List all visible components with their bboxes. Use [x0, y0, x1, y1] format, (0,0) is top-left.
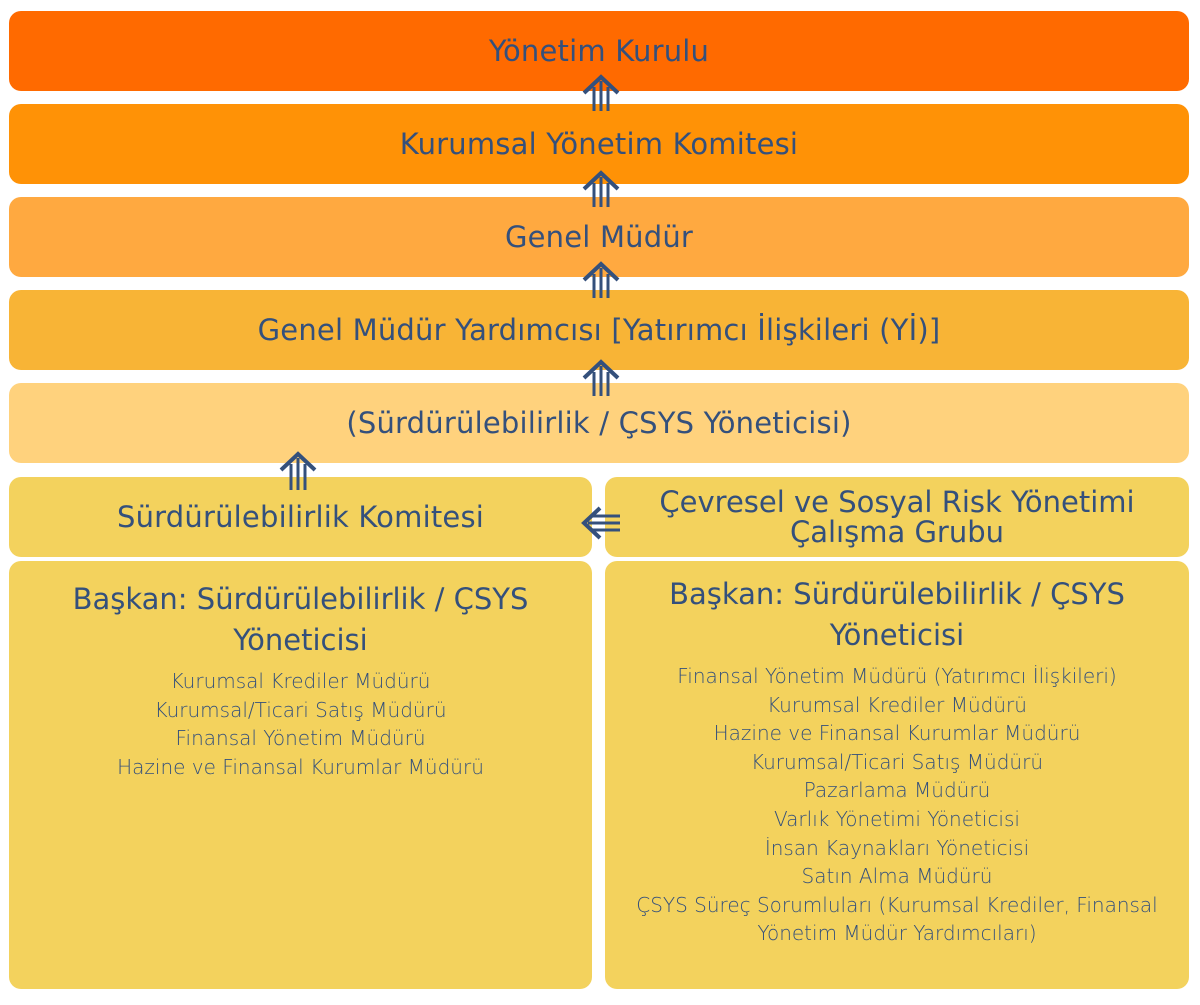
- tier-label: Genel Müdür Yardımcısı [Yatırımcı İlişki…: [257, 313, 941, 347]
- member-item: Kurumsal/Ticari Satış Müdürü: [750, 749, 1044, 774]
- committee-surdurulebilirlik: Sürdürülebilirlik Komitesi: [9, 477, 592, 557]
- tier-surdurulebilirlik-yoneticisi: (Sürdürülebilirlik / ÇSYS Yöneticisi): [9, 383, 1189, 463]
- panel-head-line1: Başkan: Sürdürülebilirlik / ÇSYS: [72, 582, 529, 616]
- member-list: Finansal Yönetim Müdürü (Yatırımcı İlişk…: [605, 662, 1189, 948]
- member-item: Varlık Yönetimi Yöneticisi: [774, 806, 1020, 831]
- member-list: Kurumsal Krediler Müdürü Kurumsal/Ticari…: [9, 667, 592, 781]
- committee-label: Sürdürülebilirlik Komitesi: [116, 500, 485, 534]
- committee-label-line2: Çalışma Grubu: [789, 515, 1005, 549]
- member-item: Finansal Yönetim Müdürü: [175, 726, 426, 751]
- left-member-panel: Başkan: Sürdürülebilirlik / ÇSYS Yönetic…: [9, 561, 592, 989]
- panel-head-line2: Yöneticisi: [233, 623, 368, 657]
- member-item: Finansal Yönetim Müdürü (Yatırımcı İlişk…: [677, 664, 1117, 688]
- committee-label-line1: Çevresel ve Sosyal Risk Yönetimi: [659, 485, 1135, 519]
- double-up-arrow-icon: [582, 74, 620, 111]
- tier-label: (Sürdürülebilirlik / ÇSYS Yöneticisi): [346, 406, 852, 440]
- panel-head-line1: Başkan: Sürdürülebilirlik / ÇSYS: [669, 577, 1125, 611]
- panel-head-line2: Yöneticisi: [829, 618, 965, 652]
- member-item: İnsan Kaynakları Yöneticisi: [764, 835, 1030, 860]
- tier-genel-mudur-yardimcisi: Genel Müdür Yardımcısı [Yatırımcı İlişki…: [9, 290, 1189, 370]
- double-up-arrow-icon: [582, 170, 620, 207]
- tier-label: Yönetim Kurulu: [488, 34, 710, 68]
- tier-kurumsal-yonetim-komitesi: Kurumsal Yönetim Komitesi: [9, 104, 1189, 184]
- right-member-panel: Başkan: Sürdürülebilirlik / ÇSYS Yönetic…: [605, 561, 1189, 989]
- double-up-arrow-icon: [582, 261, 620, 298]
- member-item: Pazarlama Müdürü: [803, 778, 991, 803]
- committee-cevresel-sosyal-risk: Çevresel ve Sosyal Risk Yönetimi Çalışma…: [605, 477, 1189, 557]
- panel-head: Başkan: Sürdürülebilirlik / ÇSYS Yönetic…: [9, 579, 592, 661]
- tier-label: Genel Müdür: [504, 220, 694, 254]
- tier-label: Kurumsal Yönetim Komitesi: [399, 127, 799, 161]
- panel-head: Başkan: Sürdürülebilirlik / ÇSYS Yönetic…: [605, 574, 1189, 656]
- double-up-arrow-icon: [582, 359, 620, 396]
- member-item: Satın Alma Müdürü: [801, 864, 993, 889]
- member-item: Kurumsal Krediler Müdürü: [767, 692, 1027, 717]
- member-item: Hazine ve Finansal Kurumlar Müdürü: [117, 754, 484, 779]
- double-up-arrow-icon: [279, 451, 317, 490]
- member-item: ÇSYS Süreç Sorumluları (Kurumsal Kredile…: [636, 892, 1158, 917]
- member-item: Yönetim Müdür Yardımcıları): [757, 921, 1037, 946]
- member-item: Kurumsal Krediler Müdürü: [170, 669, 431, 693]
- member-item: Hazine ve Finansal Kurumlar Müdürü: [713, 721, 1081, 746]
- double-left-arrow-icon: [581, 506, 620, 540]
- member-item: Kurumsal/Ticari Satış Müdürü: [154, 697, 447, 722]
